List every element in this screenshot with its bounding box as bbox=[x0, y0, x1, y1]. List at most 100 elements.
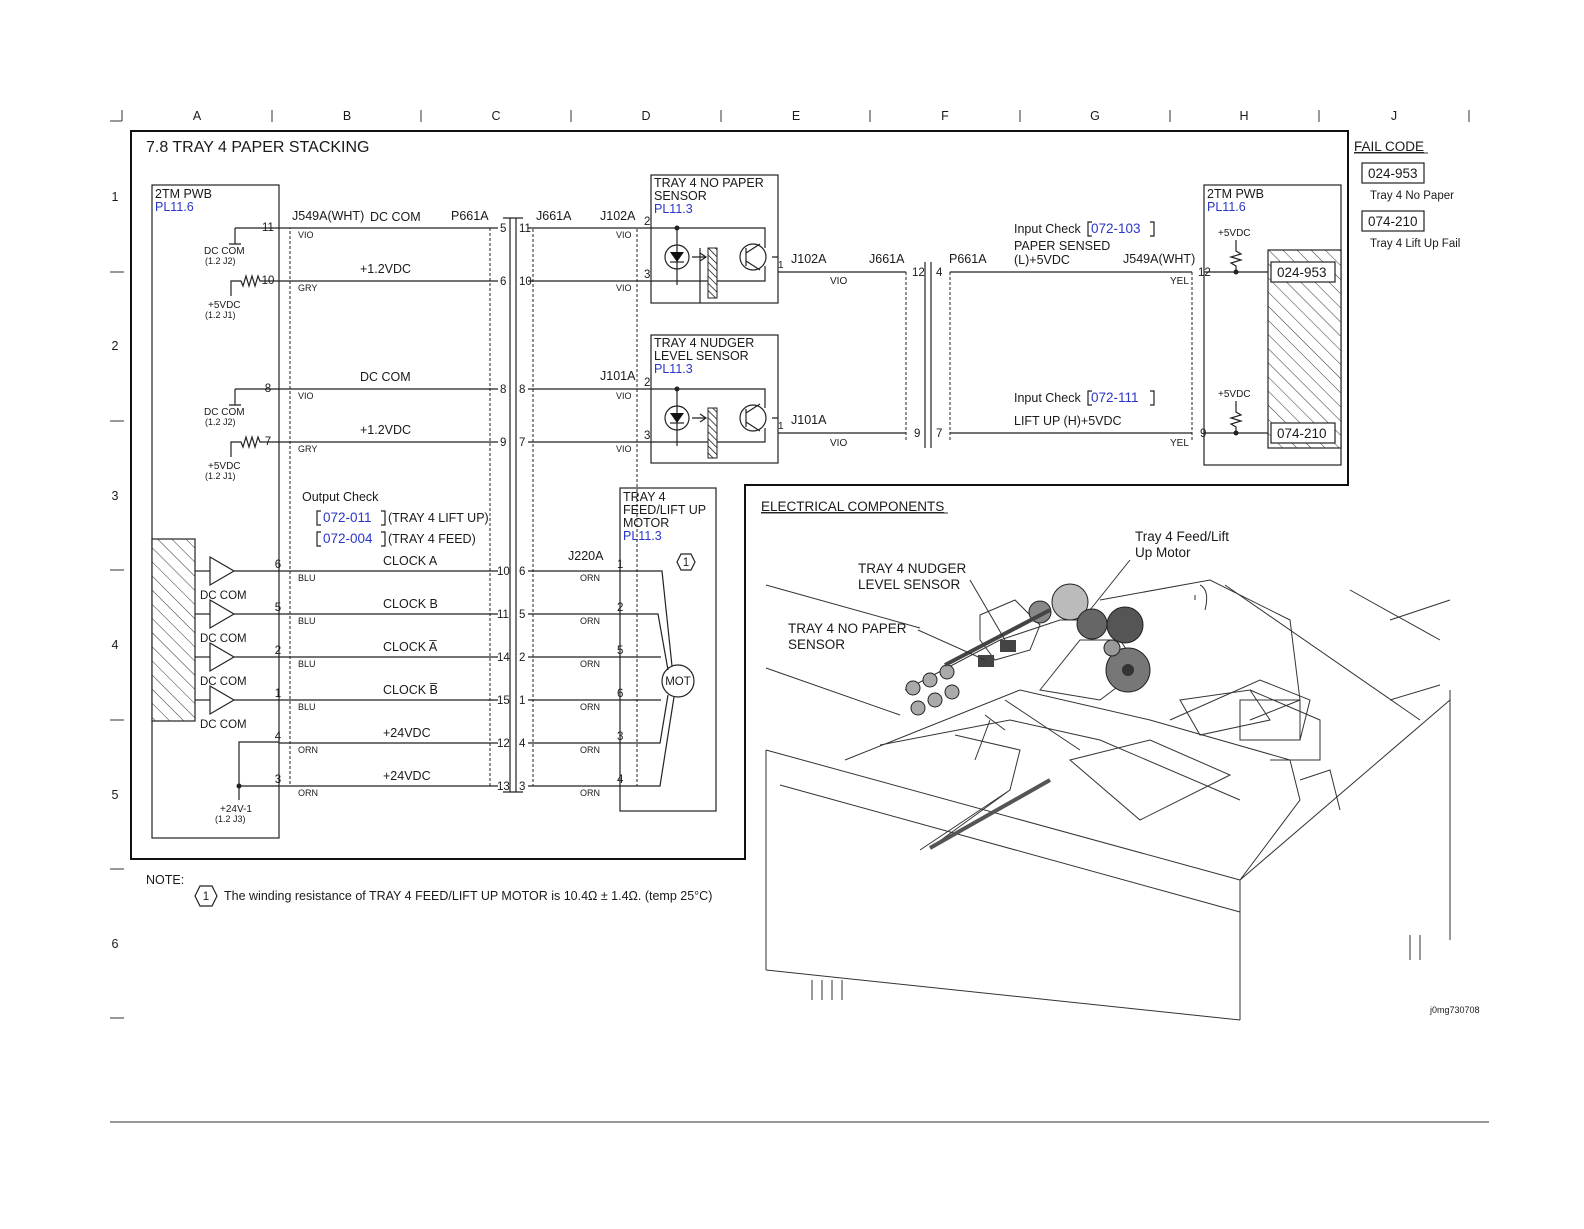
pin-number: 5 bbox=[519, 609, 525, 621]
fail-code-desc: Tray 4 No Paper bbox=[1370, 190, 1454, 202]
wire-color: VIO bbox=[830, 276, 847, 287]
row-label: 5 bbox=[112, 788, 119, 802]
pin-number: 6 bbox=[275, 559, 281, 571]
note: NOTE: 1 The winding resistance of TRAY 4… bbox=[146, 873, 712, 907]
wire-signal-label: DC COM bbox=[360, 370, 411, 384]
wire-color: VIO bbox=[616, 444, 632, 454]
pin-number: 11 bbox=[497, 609, 509, 621]
vdc-label: +5VDC bbox=[1218, 228, 1251, 239]
row-label: 3 bbox=[112, 489, 119, 503]
wire-color: ORN bbox=[580, 659, 600, 669]
pin-number: 8 bbox=[500, 384, 506, 396]
signal-desc: (L)+5VDC bbox=[1014, 253, 1070, 267]
input-check-label: Input Check bbox=[1014, 222, 1081, 236]
input-check-code[interactable]: 072-111 bbox=[1091, 390, 1139, 405]
pin-number: 9 bbox=[914, 428, 920, 440]
connector-label: J102A bbox=[600, 209, 636, 223]
connector-label: J549A(WHT) bbox=[292, 209, 364, 223]
col-label: E bbox=[792, 109, 800, 123]
fail-code-item: 024-953 bbox=[1368, 166, 1418, 181]
gear-assembly bbox=[905, 583, 1151, 850]
motor-name: MOTOR bbox=[623, 516, 669, 530]
pin-number: 7 bbox=[936, 428, 942, 440]
fail-code-item: 074-210 bbox=[1368, 214, 1418, 229]
wire-color: BLU bbox=[298, 616, 316, 626]
motor-name: FEED/LIFT UP bbox=[623, 503, 706, 517]
pin-number: 1 bbox=[275, 688, 281, 700]
vdc-ref: (1.2 J1) bbox=[205, 471, 236, 481]
vdc-label: +5VDC bbox=[1218, 389, 1251, 400]
pin-number: 12 bbox=[497, 738, 510, 750]
connector-label: P661A bbox=[451, 209, 489, 223]
pin-number: 7 bbox=[519, 437, 525, 449]
pin-number: 4 bbox=[936, 267, 943, 279]
note-label: NOTE: bbox=[146, 873, 184, 887]
wire-signal-label: CLOCK B̅ bbox=[383, 683, 438, 697]
row-label: 1 bbox=[112, 190, 119, 204]
input-check-code[interactable]: 072-103 bbox=[1091, 221, 1141, 236]
output-check-code[interactable]: 072-011 bbox=[323, 510, 372, 525]
callout-label: SENSOR bbox=[788, 637, 845, 652]
pwb-ref: PL11.6 bbox=[155, 200, 194, 214]
col-label: A bbox=[193, 109, 202, 123]
callout-label: Up Motor bbox=[1135, 545, 1191, 560]
wire-color: ORN bbox=[298, 788, 318, 798]
wire-color: ORN bbox=[580, 616, 600, 626]
row-label: 2 bbox=[112, 339, 119, 353]
pwb-ref: PL11.6 bbox=[1207, 200, 1246, 214]
wire-color: YEL bbox=[1170, 438, 1189, 449]
pin-number: 3 bbox=[519, 781, 525, 793]
pin-number: 5 bbox=[500, 223, 506, 235]
pin-number: 5 bbox=[275, 602, 281, 614]
wire-color: GRY bbox=[298, 283, 317, 293]
pin-number: 3 bbox=[644, 430, 650, 442]
callout-label: TRAY 4 NUDGER bbox=[858, 561, 967, 576]
output-check-label: Output Check bbox=[302, 490, 379, 504]
dc-com-ref: (1.2 J2) bbox=[205, 417, 236, 427]
pin-number: 2 bbox=[519, 652, 525, 664]
fail-box-code: 074-210 bbox=[1277, 426, 1327, 441]
motor-symbol bbox=[661, 664, 695, 698]
wire-signal-label: CLOCK A bbox=[383, 554, 438, 568]
page-title: 7.8 TRAY 4 PAPER STACKING bbox=[146, 139, 369, 156]
image-id: j0mg730708 bbox=[1429, 1005, 1480, 1015]
left-pwb: 2TM PWB PL11.6 DC COM (1.2 J2) +5VDC (1.… bbox=[151, 184, 280, 839]
fail-box-code: 024-953 bbox=[1277, 265, 1327, 280]
wire-signal-label: +24VDC bbox=[383, 769, 431, 783]
driver-triangle bbox=[209, 598, 236, 630]
note-text: The winding resistance of TRAY 4 FEED/LI… bbox=[224, 889, 712, 903]
right-signal-section: J102A J661A P661A J549A(WHT) J101A 1 VIO… bbox=[778, 221, 1211, 449]
pin-number: 1 bbox=[778, 260, 784, 271]
fail-code-panel: FAIL CODE 024-953 Tray 4 No Paper 074-21… bbox=[1354, 139, 1460, 250]
pin-number: 4 bbox=[275, 731, 282, 743]
row-label: 6 bbox=[112, 937, 119, 951]
note-marker-num: 1 bbox=[203, 891, 209, 903]
wire-color: BLU bbox=[298, 659, 316, 669]
vdc-label: +24V-1 bbox=[220, 804, 252, 815]
pwb-ic-block bbox=[151, 538, 196, 722]
output-check-desc: (TRAY 4 FEED) bbox=[388, 532, 476, 546]
pin-number: 1 bbox=[519, 695, 525, 707]
pin-number: 12 bbox=[912, 267, 925, 279]
output-check-code[interactable]: 072-004 bbox=[323, 531, 373, 546]
feed-lift-motor: TRAY 4 FEED/LIFT UP MOTOR PL11.3 1 MOT bbox=[619, 487, 717, 812]
wire-signal-label: +24VDC bbox=[383, 726, 431, 740]
dc-com-label: DC COM bbox=[204, 246, 245, 257]
col-label: B bbox=[343, 109, 351, 123]
note-marker-hex bbox=[194, 885, 218, 907]
callout-label: Tray 4 Feed/Lift bbox=[1135, 529, 1229, 544]
pin-number: 8 bbox=[265, 383, 271, 395]
connector-label: J220A bbox=[568, 549, 604, 563]
p661a-connector bbox=[503, 217, 523, 793]
driver-label: DC COM bbox=[200, 590, 247, 602]
pin-number: 10 bbox=[519, 276, 532, 288]
wire-color: VIO bbox=[298, 391, 314, 401]
sensor-ref: PL11.3 bbox=[654, 362, 693, 376]
pin-number: 13 bbox=[497, 781, 510, 793]
grid-ruler: A B C D E F G H J 1 2 3 4 5 6 bbox=[110, 109, 1470, 1019]
electrical-components-illustration: ELECTRICAL COMPONENTS bbox=[761, 499, 1480, 1021]
row-label: 4 bbox=[112, 638, 119, 652]
wire-signal-label: +1.2VDC bbox=[360, 262, 411, 276]
